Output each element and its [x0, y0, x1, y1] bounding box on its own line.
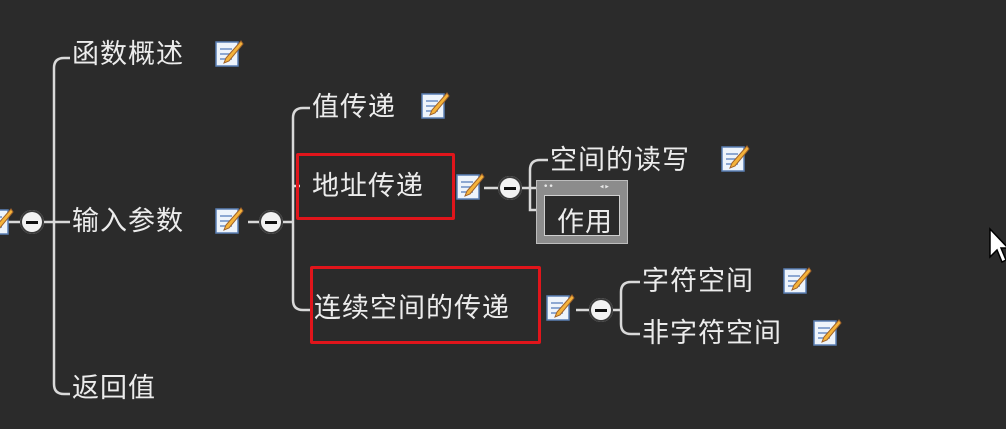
contiguous-passing-highlight — [310, 266, 541, 344]
note-edit-icon[interactable] — [782, 265, 812, 295]
node-value-passing[interactable]: 值传递 — [312, 92, 396, 123]
node-space-read-write[interactable]: 空间的读写 — [550, 145, 690, 176]
edit-box-input[interactable]: 作用 — [544, 195, 620, 238]
note-edit-icon[interactable] — [812, 317, 842, 347]
contiguous-collapse-button[interactable] — [589, 298, 613, 322]
node-function-overview[interactable]: 函数概述 — [72, 39, 184, 70]
node-edit-box[interactable]: •• ◂▸ 作用 — [536, 180, 628, 244]
root-collapse-button[interactable] — [20, 210, 44, 234]
note-edit-icon[interactable] — [214, 38, 244, 68]
resize-handle-left[interactable]: •• — [543, 182, 554, 192]
node-input-params[interactable]: 输入参数 — [72, 206, 184, 237]
node-non-char-space[interactable]: 非字符空间 — [642, 318, 782, 349]
address-passing-collapse-button[interactable] — [498, 176, 522, 200]
node-contiguous-space-passing[interactable]: 连续空间的传递 — [314, 293, 510, 324]
note-edit-icon[interactable] — [545, 292, 575, 322]
address-passing-highlight — [296, 153, 455, 220]
note-edit-icon[interactable] — [720, 143, 750, 173]
edit-box-text[interactable]: 作用 — [557, 207, 613, 238]
note-edit-icon[interactable] — [420, 90, 450, 120]
node-address-passing[interactable]: 地址传递 — [312, 171, 424, 202]
node-char-space[interactable]: 字符空间 — [642, 266, 754, 297]
mouse-cursor-icon — [989, 227, 1006, 264]
input-params-collapse-button[interactable] — [259, 210, 283, 234]
node-return-value[interactable]: 返回值 — [72, 373, 156, 404]
note-edit-icon[interactable] — [0, 206, 14, 236]
note-edit-icon[interactable] — [214, 205, 244, 235]
note-edit-icon[interactable] — [455, 171, 485, 201]
resize-handle-right[interactable]: ◂▸ — [599, 182, 610, 192]
